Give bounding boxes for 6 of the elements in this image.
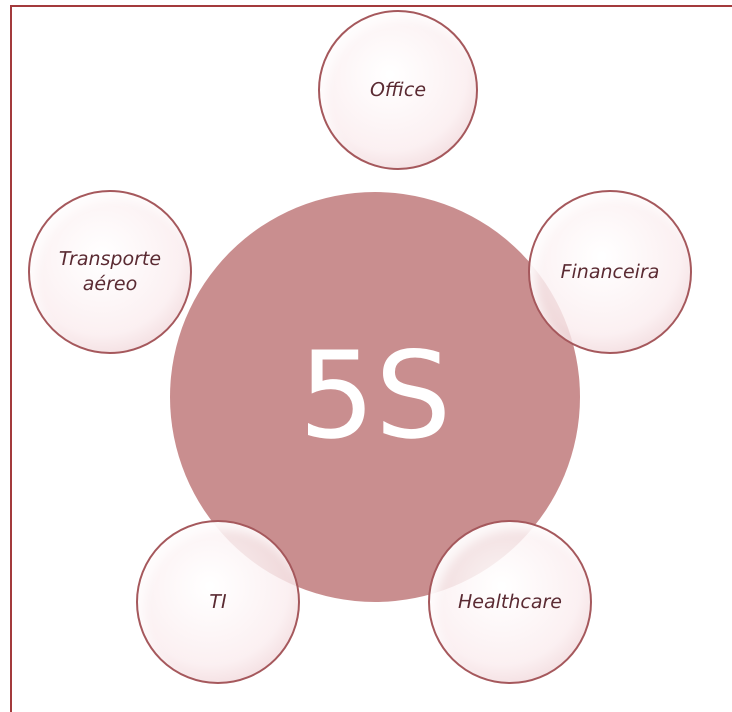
- bubble-label: Office: [370, 78, 426, 102]
- bubble-label: TI: [209, 590, 227, 614]
- bubble-label: Healthcare: [458, 590, 562, 614]
- center-title: 5S: [298, 337, 452, 457]
- bubble-label: Financeira: [560, 260, 660, 284]
- bubble-label: Transporte aéreo: [58, 247, 162, 297]
